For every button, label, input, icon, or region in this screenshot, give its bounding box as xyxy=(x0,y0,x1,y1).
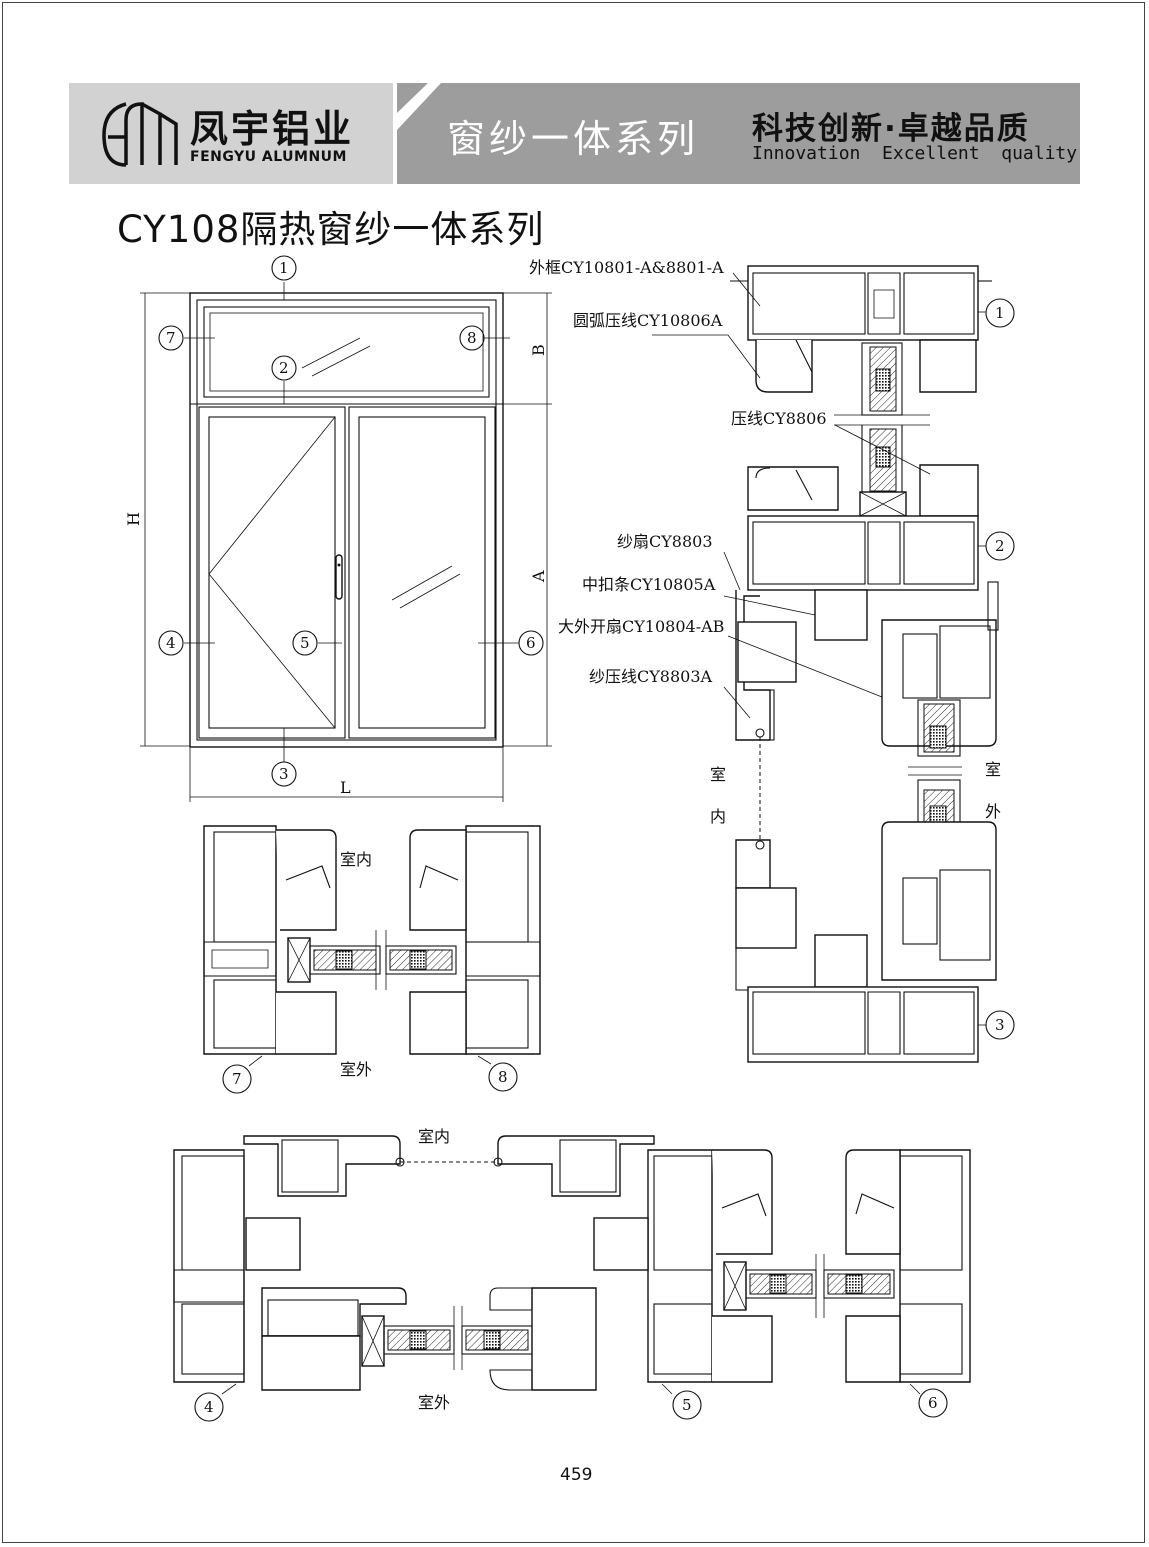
callout-outer-frame: 外框CY10801-A&8801-A xyxy=(529,258,724,277)
indoor-label-456: 室内 xyxy=(418,1127,450,1146)
dim-width: L xyxy=(340,778,351,797)
brand-name-en: FENGYU ALUMNUM xyxy=(190,149,347,165)
window-elevation xyxy=(140,282,552,802)
marker-4: 4 xyxy=(166,634,176,652)
marker-8: 8 xyxy=(467,329,477,347)
slogan-cn: 科技创新·卓越品质 xyxy=(752,111,1030,147)
dim-lower: A xyxy=(529,570,548,583)
marker-6: 6 xyxy=(526,634,536,652)
section-7-8 xyxy=(203,825,541,1067)
section-marker-7: 7 xyxy=(232,1070,242,1088)
dim-upper: B xyxy=(529,344,548,356)
section-marker-2: 2 xyxy=(995,537,1005,555)
section-4-5-6 xyxy=(173,1135,971,1395)
callout-screen-bead: 纱压线CY8803A xyxy=(589,667,713,686)
section-marker-4: 4 xyxy=(204,1398,214,1416)
marker-2: 2 xyxy=(279,359,289,377)
main-vertical-section xyxy=(652,265,999,1063)
header-brand-panel xyxy=(69,83,393,184)
section-marker-6: 6 xyxy=(928,1394,938,1412)
series-name: 窗纱一体系列 xyxy=(447,117,700,161)
indoor-char-1: 室 xyxy=(710,765,726,784)
section-4-5-6-marker-circles xyxy=(194,1388,948,1422)
indoor-char-2: 内 xyxy=(710,807,726,826)
callout-screen-sash: 纱扇CY8803 xyxy=(617,532,713,551)
outdoor-char-2: 外 xyxy=(985,802,1001,821)
marker-5: 5 xyxy=(300,634,310,652)
section-7-8-marker-circles xyxy=(222,1062,518,1094)
callout-middle-strip: 中扣条CY10805A xyxy=(582,575,716,594)
callout-bead: 压线CY8806 xyxy=(731,409,827,428)
section-marker-1: 1 xyxy=(995,304,1005,322)
header-slash-icon xyxy=(397,83,441,130)
header-graphics xyxy=(102,83,441,167)
section-4-5-6-labels: 室内 室外 4 5 6 xyxy=(204,1127,938,1416)
outdoor-label-78: 室外 xyxy=(340,1060,372,1079)
brand-logo-icon xyxy=(102,102,178,167)
main-section-marker-circles xyxy=(985,298,1015,1040)
section-marker-3: 3 xyxy=(995,1016,1005,1034)
slogan-en: Innovation Excellent quality xyxy=(752,143,1078,164)
section-marker-8: 8 xyxy=(498,1068,508,1086)
outdoor-char-1: 室 xyxy=(985,760,1001,779)
callout-casement: 大外开扇CY10804-AB xyxy=(558,617,724,636)
header-series-panel xyxy=(397,83,1080,184)
section-7-8-labels: 室内 室外 7 8 xyxy=(232,850,508,1088)
main-section-labels: 外框CY10801-A&8801-A 圆弧压线CY10806A 压线CY8806… xyxy=(529,258,1005,1034)
indoor-label-78: 室内 xyxy=(340,850,372,869)
page-number: 459 xyxy=(560,1465,593,1485)
marker-3: 3 xyxy=(279,765,289,783)
callout-arc-bead: 圆弧压线CY10806A xyxy=(573,311,723,330)
marker-7: 7 xyxy=(166,329,176,347)
elevation-labels: 1 2 3 4 5 6 7 8 H L B A xyxy=(124,259,548,797)
section-marker-5: 5 xyxy=(682,1396,692,1414)
elevation-marker-circles xyxy=(158,255,544,787)
outdoor-label-456: 室外 xyxy=(418,1393,450,1412)
dim-height: H xyxy=(124,512,143,526)
page-title: CY108隔热窗纱一体系列 xyxy=(117,208,545,251)
marker-1: 1 xyxy=(279,259,289,277)
brand-name-cn: 凤宇铝业 xyxy=(190,107,355,151)
